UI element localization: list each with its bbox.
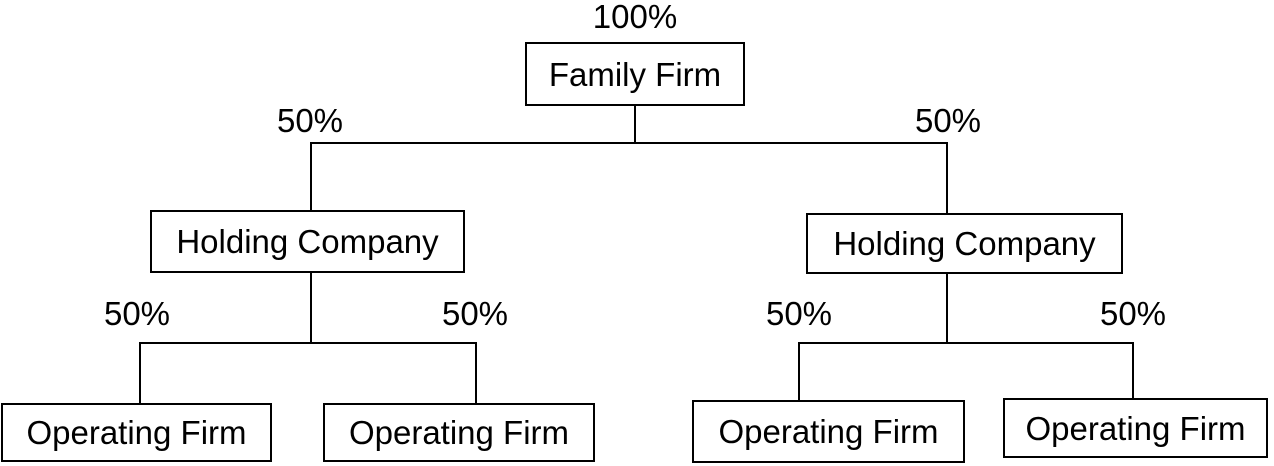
node-operating-firm-4: Operating Firm [1003,398,1268,458]
node-operating-firm-3: Operating Firm [692,400,965,463]
ownership-percent-operating-3: 50% [765,295,833,332]
ownership-percent-holding-right: 50% [914,102,982,139]
ownership-percent-family-firm: 100% [592,0,678,35]
node-operating-firm-1: Operating Firm [1,403,272,462]
node-operating-firm-2: Operating Firm [323,403,595,462]
node-family-firm: Family Firm [525,42,745,106]
node-holding-company-right: Holding Company [806,213,1123,274]
ownership-percent-operating-2: 50% [441,295,509,332]
ownership-percent-holding-left: 50% [276,102,344,139]
ownership-percent-operating-1: 50% [103,295,171,332]
ownership-percent-operating-4: 50% [1099,295,1167,332]
node-holding-company-left: Holding Company [150,210,465,273]
